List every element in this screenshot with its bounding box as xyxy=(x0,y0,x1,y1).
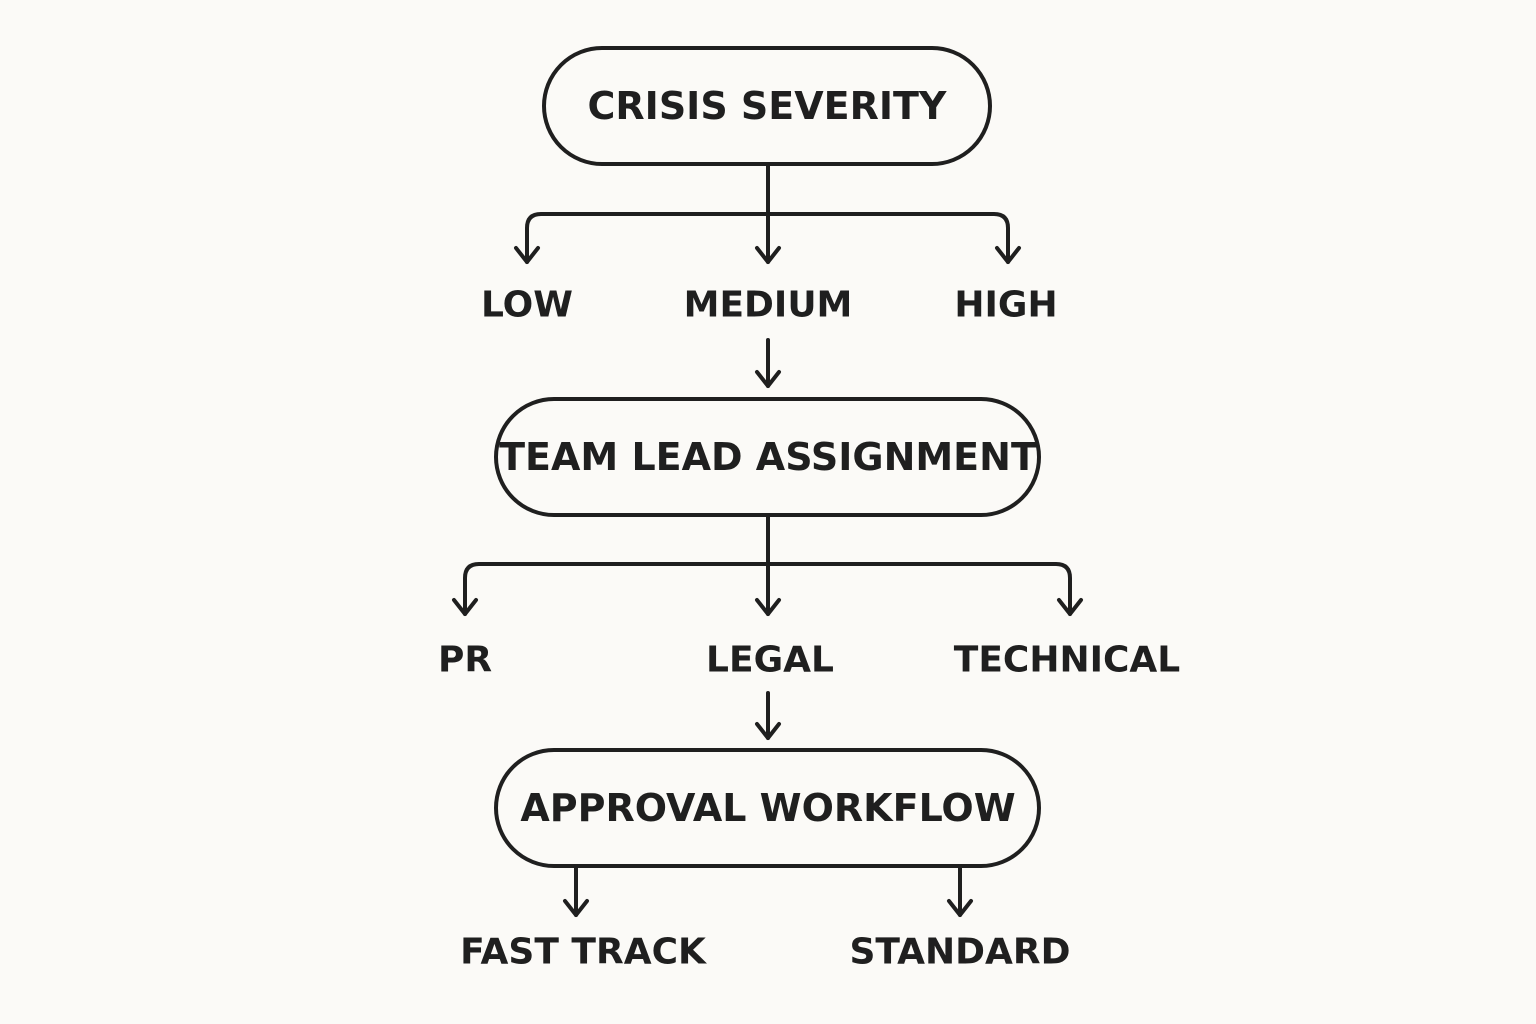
crisis-severity-label: CRISIS SEVERITY xyxy=(588,84,947,128)
arrow-to-standard xyxy=(947,899,973,917)
arrow-to-fast-track xyxy=(563,899,589,917)
arrow-to-high xyxy=(995,246,1021,264)
team-technical-label: TECHNICAL xyxy=(954,640,1180,681)
arrow-to-low xyxy=(514,246,540,264)
track-fast-track-label: FAST TRACK xyxy=(460,932,707,973)
crisis-severity-node: CRISIS SEVERITY xyxy=(542,46,992,166)
medium-to-team-lead-connector xyxy=(755,338,781,388)
severity-high-label: HIGH xyxy=(954,285,1057,326)
approval-workflow-box xyxy=(494,748,1041,868)
severity-branch-connector xyxy=(514,164,1021,264)
legal-to-approval-connector xyxy=(755,691,781,740)
approval-branch-connector xyxy=(563,864,973,917)
severity-medium-label: MEDIUM xyxy=(684,285,853,326)
arrow-to-technical xyxy=(1057,598,1083,616)
arrow-to-legal xyxy=(755,598,781,616)
severity-branch-bar xyxy=(525,212,1010,264)
team-lead-assignment-label: TEAM LEAD ASSIGNMENT xyxy=(499,435,1037,479)
team-lead-assignment-box xyxy=(494,397,1041,517)
team-branch-connector xyxy=(452,515,1083,616)
team-lead-assignment-node: TEAM LEAD ASSIGNMENT xyxy=(494,397,1041,517)
track-standard-label: STANDARD xyxy=(849,932,1070,973)
arrow-to-medium xyxy=(755,246,781,264)
approval-workflow-node: APPROVAL WORKFLOW xyxy=(494,748,1041,868)
arrow-to-pr xyxy=(452,598,478,616)
team-legal-label: LEGAL xyxy=(706,640,834,681)
severity-low-label: LOW xyxy=(481,285,573,326)
crisis-severity-box xyxy=(542,46,992,166)
team-branch-bar xyxy=(463,562,1072,616)
approval-workflow-label: APPROVAL WORKFLOW xyxy=(520,786,1015,830)
arrow-to-approval xyxy=(755,722,781,740)
arrow-to-team-lead xyxy=(755,370,781,388)
team-pr-label: PR xyxy=(438,640,492,681)
